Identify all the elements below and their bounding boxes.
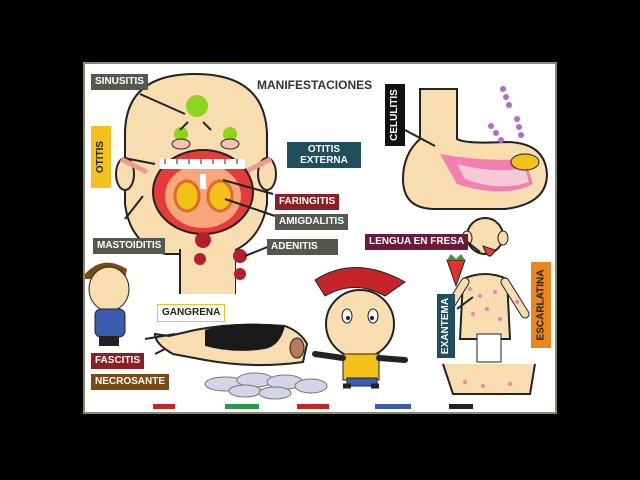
gangrene-arm-drawing: [145, 324, 307, 365]
label-exantema: EXANTEMA: [437, 294, 455, 358]
head-drawing: [116, 74, 276, 294]
label-amigdalitis: AMIGDALITIS: [275, 214, 348, 230]
label-gangrena: GANGRENA: [157, 304, 225, 322]
label-celulitis: CELULITIS: [385, 84, 405, 146]
label-necrosante: NECROSANTE: [91, 374, 169, 390]
diagram-title: MANIFESTACIONES: [257, 78, 372, 92]
label-otitis: OTITIS: [91, 126, 111, 188]
label-fascitis: FASCITIS: [91, 353, 144, 369]
tissue-cells-drawing: [205, 373, 327, 399]
foot-drawing: [403, 86, 547, 209]
markers-drawing: [153, 404, 473, 409]
label-escarlatina: ESCARLATINA: [531, 262, 551, 348]
label-adenitis: ADENITIS: [267, 239, 338, 255]
label-lengua-en-fresa: LENGUA EN FRESA: [365, 234, 468, 250]
label-faringitis: FARINGITIS: [275, 194, 339, 210]
angry-kid-drawing: [85, 263, 129, 346]
center-kid-drawing: [315, 267, 405, 386]
label-sinusitis: SINUSITIS: [91, 74, 148, 90]
label-mastoiditis: MASTOIDITIS: [93, 238, 165, 254]
